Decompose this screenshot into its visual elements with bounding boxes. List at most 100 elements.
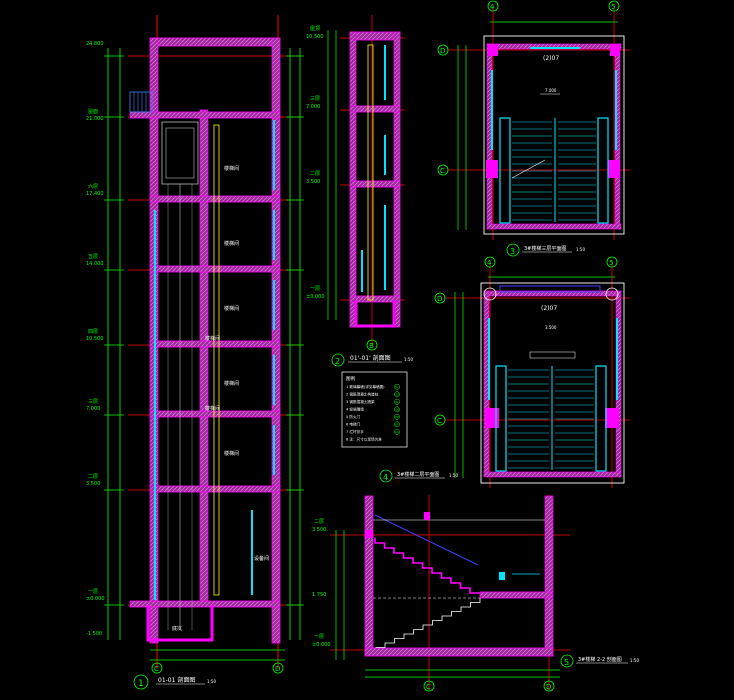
axis-label: D	[440, 47, 445, 55]
axis-bubble	[434, 292, 446, 304]
legend-title: 图例	[346, 375, 355, 382]
drawing-scale: 1:50	[449, 473, 458, 478]
elevation-label: 24.800	[86, 41, 104, 47]
axis-bubble	[437, 44, 449, 56]
drawing-scale: 1:50	[576, 247, 585, 252]
drawing-scale: 1:50	[404, 357, 413, 362]
axis-label: C	[440, 167, 445, 175]
axis-bubble	[423, 680, 435, 692]
plan3-drawing: (2)07 7.000 4 5 D C 3 3#楼梯三层平面图 1:50	[437, 0, 630, 257]
legend-symbol	[394, 391, 400, 398]
roof-slab	[149, 37, 281, 47]
axis-label: C	[426, 683, 431, 691]
drawing-scale: 1:50	[207, 679, 216, 684]
axis-bubble	[151, 662, 163, 674]
section1-drawing: 底坑 楼梯间 楼梯间 楼梯间 楼梯间 楼梯间	[86, 15, 304, 690]
drawing-title: 01'-01' 剖面图	[350, 354, 391, 362]
legend-symbol	[394, 383, 400, 390]
floor-slabs	[129, 111, 281, 608]
door-column	[213, 124, 220, 596]
axis-label: D	[275, 665, 280, 673]
s2-left-wall	[349, 31, 357, 328]
room-label: 楼梯间	[205, 405, 220, 412]
legend-row-text: 7 栏杆扶手	[346, 429, 364, 434]
legend-row-text: 6 电梯门	[346, 422, 361, 427]
level-label: 二层	[88, 474, 98, 480]
axis-bubble	[437, 164, 449, 176]
right-shaft-wall	[271, 37, 281, 644]
drawing-number: 5	[564, 658, 569, 667]
dimension-lines	[107, 48, 301, 661]
axis-label: C	[437, 417, 442, 425]
axis-label: D	[546, 683, 551, 691]
drawing-number-bubble	[379, 469, 393, 483]
legend-row-text: 4 轻质隔墙	[346, 407, 364, 412]
drawing-number-bubble	[331, 353, 345, 367]
elevator-pit	[146, 605, 214, 642]
s5-ground-slab	[364, 647, 554, 657]
axis-bubble	[606, 256, 618, 268]
level-label: 屋面	[88, 109, 98, 115]
level-label: 四层	[88, 329, 98, 335]
room-label: 楼梯间	[224, 305, 239, 312]
axis-label: B	[369, 342, 374, 350]
section2-drawing: 屋顶 10.500 三层 7.000 二层 3.500 一层 ±0.000 B …	[306, 15, 413, 367]
level-label: 二层	[314, 519, 324, 525]
level-tag: 3.500	[545, 325, 557, 330]
axis-bubble	[484, 256, 496, 268]
s2-right-wall	[393, 31, 401, 328]
axis-bubble	[272, 662, 284, 674]
drawing-title: 3#楼梯二层平面图	[397, 471, 439, 478]
roof-stair	[129, 91, 153, 113]
drawing-number: 2	[335, 357, 340, 366]
level-label: 一层	[314, 634, 324, 640]
room-label: 楼梯间	[224, 450, 239, 457]
drawing-title: 3#楼梯 2-2 剖面图	[578, 656, 622, 663]
legend-symbol	[394, 398, 400, 405]
level-label: 五层	[88, 254, 98, 260]
axis-label: D	[437, 295, 442, 303]
axis-label: 5	[609, 259, 613, 267]
s5-handrail	[374, 514, 479, 566]
elevation-label: ±0.000	[306, 294, 325, 300]
plan4-stair-treads	[508, 369, 594, 469]
elevation-label: -1.500	[86, 631, 102, 637]
axis-label: 5	[611, 3, 615, 11]
axis-label: C	[154, 665, 159, 673]
s5-landing	[479, 591, 551, 599]
plan3-outline	[483, 35, 625, 235]
room-label: 楼梯间	[224, 380, 239, 387]
elevation-label: 10.500	[86, 336, 104, 342]
elevation-label: 3.500	[306, 179, 320, 185]
drawing-title: 01-01 剖面图	[158, 676, 195, 684]
legend-symbol	[394, 421, 400, 428]
axis-label: 4	[490, 3, 495, 11]
s5-upper-flight	[374, 538, 480, 594]
axis-bubble	[366, 339, 378, 351]
legend-symbol	[394, 413, 400, 420]
middle-wall	[199, 109, 209, 606]
legend-row-text: 5 防火门	[346, 414, 361, 419]
axis-bubble	[543, 680, 555, 692]
level-label: 屋顶	[310, 26, 320, 32]
level-tag: 7.000	[545, 88, 557, 93]
elevation-label: ±0.000	[312, 642, 331, 648]
elevator-car	[161, 121, 199, 185]
drawing-number: 4	[383, 473, 388, 482]
legend-row-text: 1 玻璃幕墙(详见幕墙图)	[346, 384, 385, 389]
level-label: 三层	[88, 399, 98, 405]
glazing-strips	[154, 120, 275, 600]
drawing-number: 3	[510, 247, 515, 256]
elevation-label: 14.000	[86, 261, 104, 267]
elevation-label: 21.000	[86, 116, 104, 122]
legend-code: GZ	[395, 393, 399, 397]
drawing-number-bubble	[506, 243, 520, 257]
axis-bubble	[608, 0, 620, 12]
legend-code: FM	[395, 415, 399, 419]
legend-row-text: 2 钢筋混凝土构造柱	[346, 392, 379, 397]
drawing-scale: 1:50	[630, 658, 639, 663]
axis-bubble	[434, 414, 446, 426]
elevation-label: 10.500	[306, 34, 324, 40]
room-tag: (2)07	[543, 55, 559, 62]
